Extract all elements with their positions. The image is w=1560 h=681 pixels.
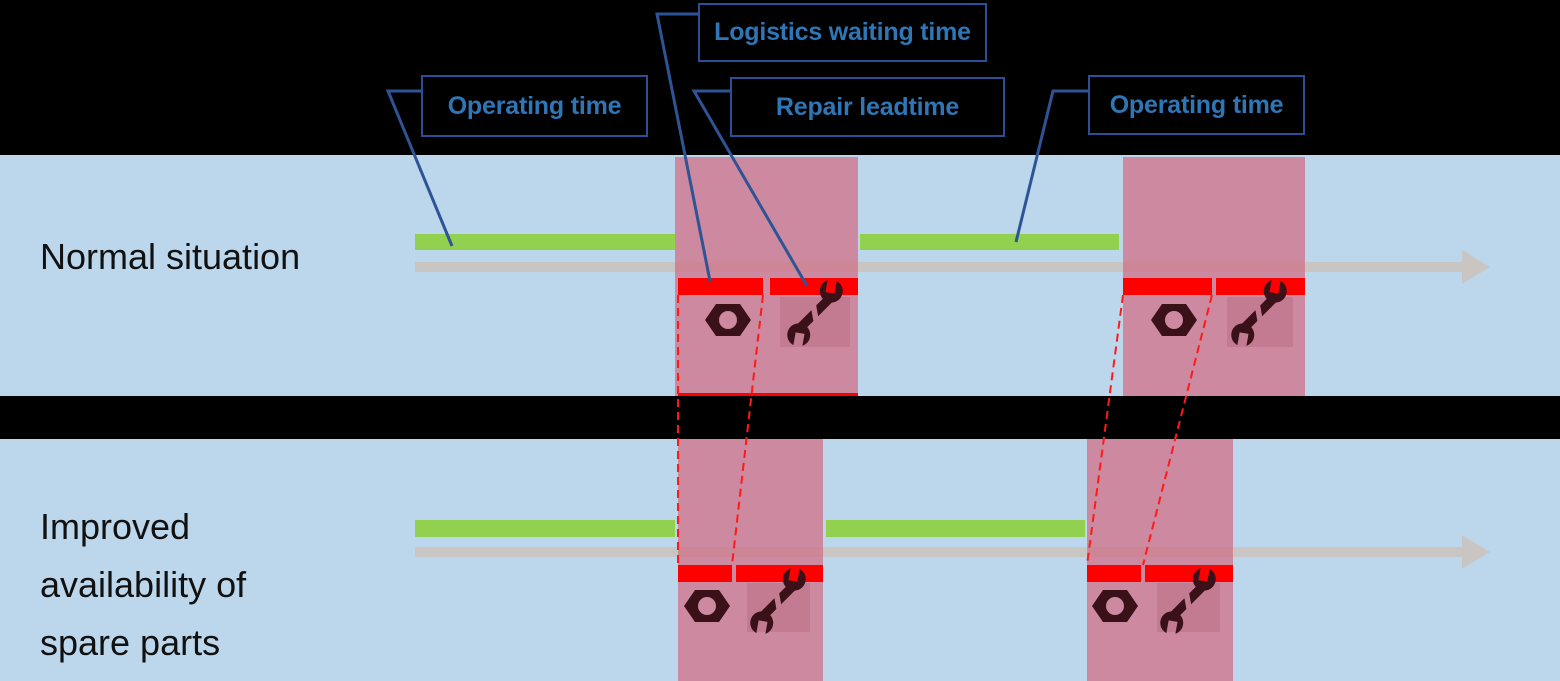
operating-time-bar <box>860 234 1119 250</box>
operating-time-bar <box>415 234 675 250</box>
nut-icon <box>684 590 730 622</box>
logistics-waiting-time-label: Logistics waiting time <box>714 18 971 46</box>
wrench-icon <box>750 567 806 635</box>
logistics-waiting-bar <box>1087 565 1141 582</box>
operating-time-bar <box>826 520 1085 537</box>
logistics-waiting-bar <box>678 278 763 295</box>
middle-black-band <box>0 396 1560 439</box>
nut-icon <box>1151 304 1197 336</box>
row2-label-line: spare parts <box>40 622 221 663</box>
timeline-arrow-head <box>1462 250 1490 284</box>
wrench-icon <box>787 279 843 347</box>
wrench-icon <box>1231 279 1287 347</box>
operating-time-bar <box>415 520 675 537</box>
logistics-waiting-time-box: Logistics waiting time <box>698 3 987 62</box>
row2-label-line: availability of <box>40 564 247 605</box>
operating-time-right-box: Operating time <box>1088 75 1305 135</box>
logistics-waiting-bar <box>678 565 732 582</box>
row1-label-line: Normal situation <box>40 236 301 277</box>
row2-label-line: Improved <box>40 506 191 547</box>
nut-icon <box>705 304 751 336</box>
nut-icon <box>1092 590 1138 622</box>
wrench-icon <box>1160 567 1216 635</box>
row2-label: Improved availability of spare parts <box>40 498 246 672</box>
downtime-bottom-line <box>678 393 858 396</box>
repair-leadtime-box: Repair leadtime <box>730 77 1005 137</box>
logistics-waiting-bar <box>1123 278 1212 295</box>
operating-time-left-label: Operating time <box>447 91 622 120</box>
timeline-arrow-shaft <box>415 262 1462 272</box>
operating-time-right-label: Operating time <box>1109 90 1284 119</box>
timeline-arrow-shaft <box>415 547 1462 557</box>
timeline-arrow-head <box>1462 535 1490 569</box>
operating-time-left-box: Operating time <box>421 75 648 137</box>
row1-label: Normal situation <box>40 228 300 286</box>
repair-leadtime-label: Repair leadtime <box>775 92 960 121</box>
